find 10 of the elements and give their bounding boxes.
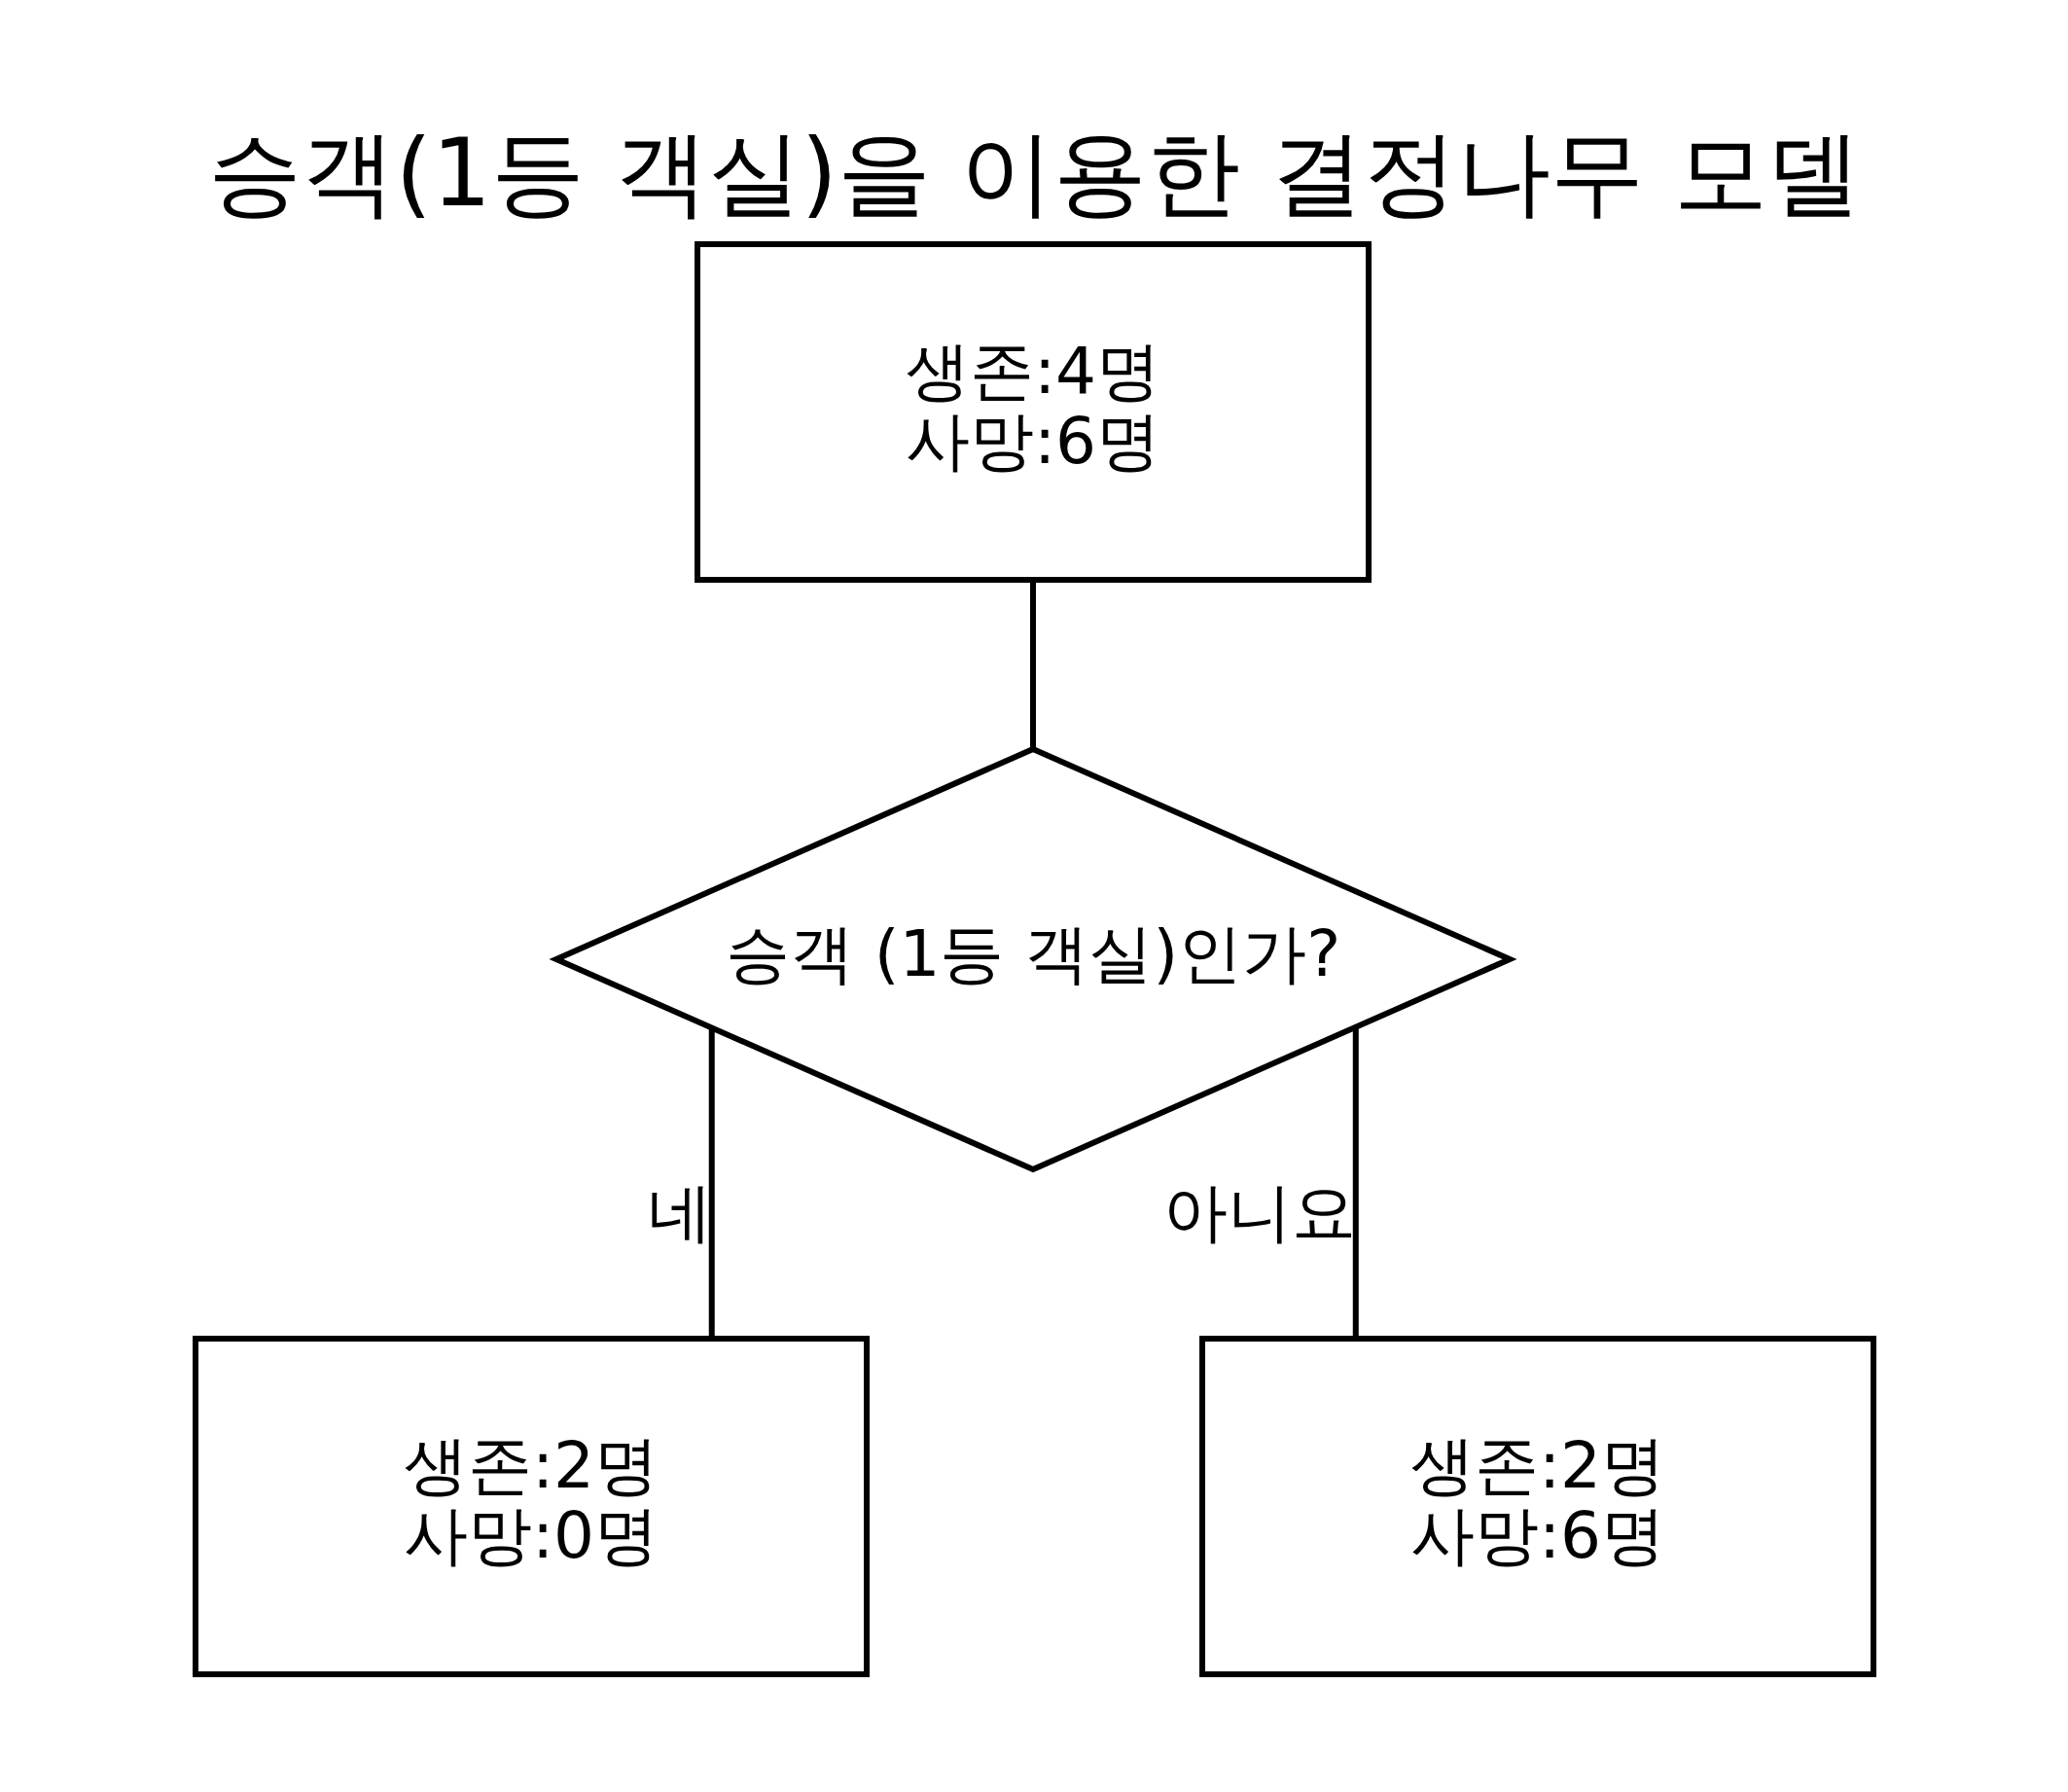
node-diamond: 승객 (1등 객실)인가? [549, 745, 1516, 1172]
connector [708, 1027, 715, 1338]
connector [1352, 1026, 1359, 1339]
connector [1029, 579, 1036, 749]
edge-label: 아니요 [1162, 1174, 1356, 1250]
node-box: 생존:2명 사망:0명 [192, 1335, 870, 1677]
node-box: 생존:2명 사망:6명 [1198, 1335, 1876, 1677]
edge-label: 네 [647, 1174, 712, 1250]
node-box: 생존:4명 사망:6명 [694, 240, 1372, 583]
diagram-title: 승객(1등 객실)을 이용한 결정나무 모델 [207, 118, 1861, 228]
